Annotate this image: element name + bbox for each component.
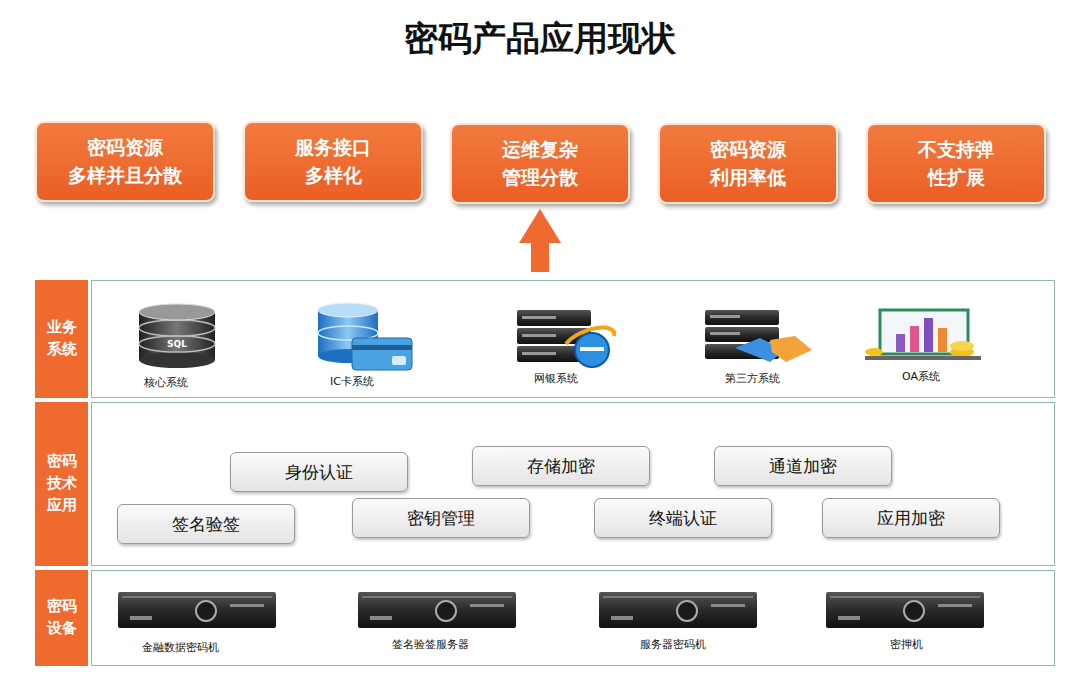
- layer-band: 密码 技术 应用 身份认证 存储加密 通道加密签名验签 密钥管理 终端认证 应用加密: [35, 402, 1055, 566]
- issue-box: 不支持弹 性扩展: [866, 123, 1046, 204]
- item-label: OA系统: [902, 369, 940, 384]
- item-label: 核心系统: [144, 375, 188, 390]
- box-text: 密码资源 多样并且分散: [60, 134, 190, 189]
- function-box: 密钥管理: [352, 498, 530, 538]
- item-label: 密押机: [890, 637, 923, 652]
- issue-box: 运维复杂 管理分散: [450, 123, 630, 204]
- box-text: 终端认证: [649, 507, 717, 530]
- layer-heading: 密码 技术 应用: [46, 451, 78, 516]
- function-box: 存储加密: [472, 446, 650, 486]
- diagram-title: 密码产品应用现状: [0, 16, 1080, 62]
- item-label: 服务器密码机: [640, 637, 706, 652]
- server-browser-icon: [517, 310, 614, 367]
- function-box: 身份认证: [230, 452, 408, 492]
- issue-box: 密码资源 多样并且分散: [35, 121, 215, 202]
- box-text: 密码资源 利用率低: [683, 136, 813, 191]
- function-box: 通道加密: [714, 446, 892, 486]
- box-text: 身份认证: [285, 461, 353, 484]
- box-text: 应用加密: [877, 507, 945, 530]
- layer-panel: [91, 570, 1055, 666]
- box-text: 不支持弹 性扩展: [891, 136, 1021, 191]
- function-box: 终端认证: [594, 498, 772, 538]
- layer-heading: 密码 设备: [46, 596, 78, 640]
- database-icon: [139, 304, 215, 368]
- issue-box: 密码资源 利用率低: [658, 123, 838, 204]
- box-text: 签名验签: [172, 513, 240, 536]
- item-label: 签名验签服务器: [392, 637, 469, 652]
- layer-heading-cell: 密码 技术 应用: [35, 402, 88, 566]
- box-text: 服务接口 多样化: [268, 134, 398, 189]
- item-label: 网银系统: [534, 371, 578, 386]
- ic-card-icon: [318, 303, 412, 370]
- item-label: 金融数据密码机: [142, 640, 219, 655]
- issue-box: 服务接口 多样化: [243, 121, 423, 202]
- box-text: 存储加密: [527, 455, 595, 478]
- block-arrow: [519, 209, 561, 272]
- function-box: 应用加密: [822, 498, 1000, 538]
- layer-heading: 业务 系统: [46, 317, 78, 361]
- item-label: IC卡系统: [330, 374, 374, 389]
- icon-text: SQL: [167, 339, 187, 349]
- server-handshake-icon: [705, 310, 812, 362]
- layer-heading-cell: 业务 系统: [35, 280, 88, 398]
- chart-board-icon: [865, 310, 981, 360]
- function-box: 签名验签: [117, 504, 295, 544]
- arrow-shape: [519, 209, 561, 272]
- crypto-device-icons: [118, 592, 984, 628]
- box-text: 运维复杂 管理分散: [475, 136, 605, 191]
- layer-heading-cell: 密码 设备: [35, 570, 88, 666]
- box-text: 通道加密: [769, 455, 837, 478]
- box-text: 密钥管理: [407, 507, 475, 530]
- item-label: 第三方系统: [725, 371, 780, 386]
